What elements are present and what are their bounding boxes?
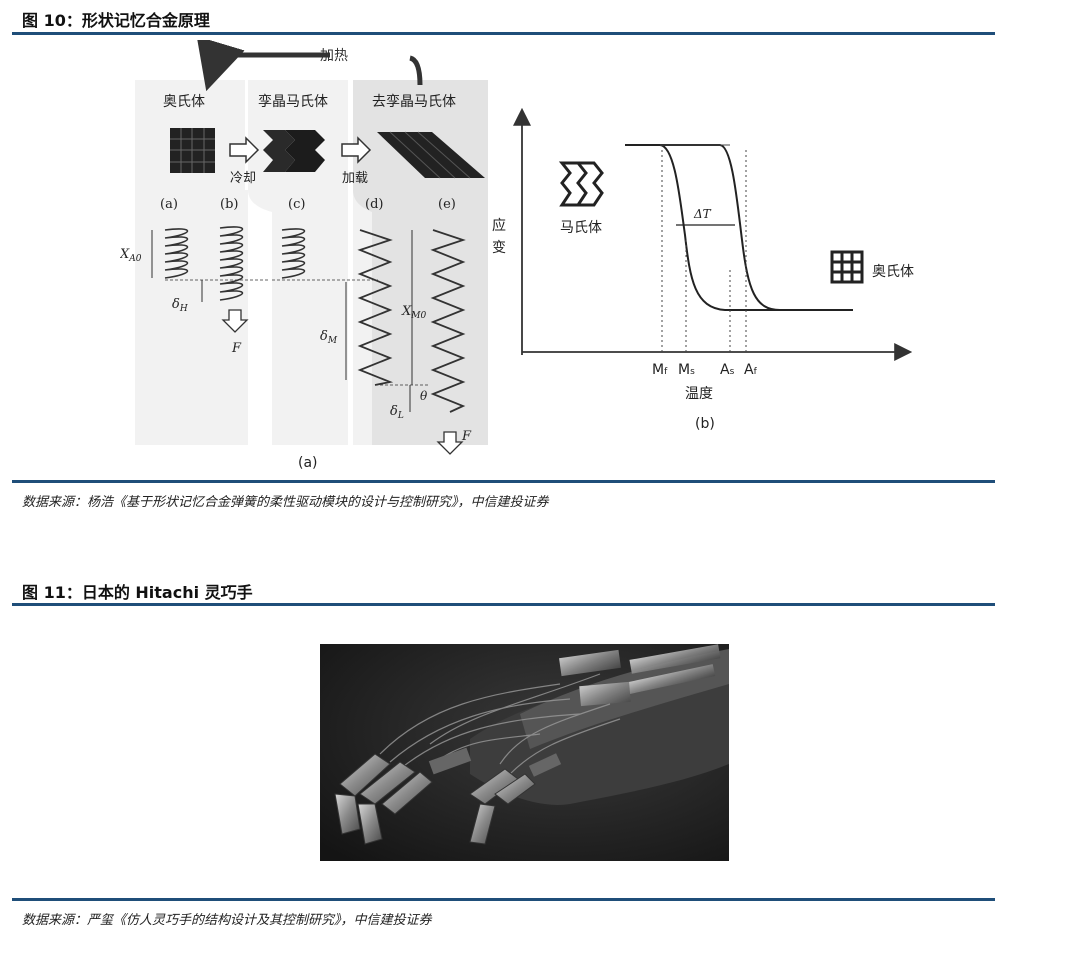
austenite-label: 奥氏体 bbox=[163, 93, 205, 110]
twinned-lattice-icon bbox=[263, 130, 325, 172]
mf-label: M bbox=[652, 362, 664, 378]
hysteresis-panel: 应 变 马氏体 奥氏体 ΔT Mf Ms As A bbox=[492, 115, 914, 432]
dl-label: δ bbox=[390, 404, 398, 419]
mf-sub: f bbox=[664, 367, 668, 377]
x-axis-label: 温度 bbox=[685, 386, 713, 402]
title-rule-2 bbox=[12, 603, 995, 606]
title-rule bbox=[12, 32, 995, 35]
panel-a-caption: (a) bbox=[298, 455, 318, 471]
detwinned-martensite-label: 去孪晶马氏体 bbox=[372, 93, 456, 110]
source-rule-2 bbox=[12, 898, 995, 901]
xm0-sub: M0 bbox=[410, 311, 426, 321]
force-label-e: F bbox=[461, 429, 472, 444]
delta-t-label: ΔT bbox=[693, 207, 712, 221]
figure-10-source: 数据来源：杨浩《基于形状记忆合金弹簧的柔性驱动模块的设计与控制研究》，中信建投证… bbox=[22, 491, 549, 510]
ms-sub: s bbox=[690, 367, 695, 377]
martensite-label: 马氏体 bbox=[560, 220, 602, 236]
as-sub: s bbox=[730, 367, 735, 377]
dl-sub: L bbox=[397, 411, 404, 421]
as-label: A bbox=[720, 362, 730, 378]
shape-memory-alloy-figure: 加热 奥氏体 孪晶马氏体 去孪晶马氏体 冷却 加载 (a) (b) (c) (d… bbox=[120, 40, 920, 475]
heating-label: 加热 bbox=[320, 48, 348, 64]
svg-text:As: As bbox=[720, 362, 735, 378]
panel-b-caption: (b) bbox=[695, 416, 715, 432]
force-label-b: F bbox=[231, 341, 242, 356]
ms-label: M bbox=[678, 362, 690, 378]
y-axis-label-1: 应 bbox=[492, 217, 506, 234]
austenite-grid-icon bbox=[832, 252, 862, 282]
theta-label: θ bbox=[420, 389, 428, 403]
xa0-sub: A0 bbox=[128, 254, 141, 264]
twinned-martensite-label: 孪晶马氏体 bbox=[258, 93, 328, 110]
af-label: A bbox=[744, 362, 754, 378]
label-d: (d) bbox=[365, 197, 383, 212]
source-rule bbox=[12, 480, 995, 483]
figure-11-title: 图 11：日本的 Hitachi 灵巧手 bbox=[22, 579, 253, 603]
label-b: (b) bbox=[220, 197, 238, 212]
loading-label: 加载 bbox=[342, 171, 368, 186]
svg-text:Ms: Ms bbox=[678, 362, 695, 378]
martensite-lattice-icon bbox=[562, 163, 602, 205]
austenite-lattice-icon bbox=[170, 128, 215, 173]
austenite-label-b: 奥氏体 bbox=[872, 263, 914, 280]
dh-sub: H bbox=[179, 304, 188, 314]
figure-10-title: 图 10：形状记忆合金原理 bbox=[22, 7, 210, 31]
cooling-curve bbox=[625, 145, 853, 310]
dm-label: δ bbox=[320, 329, 328, 344]
heating-curve bbox=[625, 145, 780, 310]
label-c: (c) bbox=[288, 197, 305, 212]
y-axis-label-2: 变 bbox=[492, 240, 506, 256]
dm-sub: M bbox=[327, 336, 338, 346]
label-a: (a) bbox=[160, 197, 178, 212]
af-sub: f bbox=[754, 367, 758, 377]
cooling-label: 冷却 bbox=[230, 171, 256, 186]
svg-text:Af: Af bbox=[744, 362, 758, 378]
svg-text:Mf: Mf bbox=[652, 362, 668, 378]
hitachi-dexterous-hand-photo bbox=[320, 644, 729, 861]
figure-11-source: 数据来源：严玺《仿人灵巧手的结构设计及其控制研究》，中信建投证券 bbox=[22, 909, 432, 928]
label-e: (e) bbox=[438, 197, 456, 212]
dh-label: δ bbox=[172, 297, 180, 312]
